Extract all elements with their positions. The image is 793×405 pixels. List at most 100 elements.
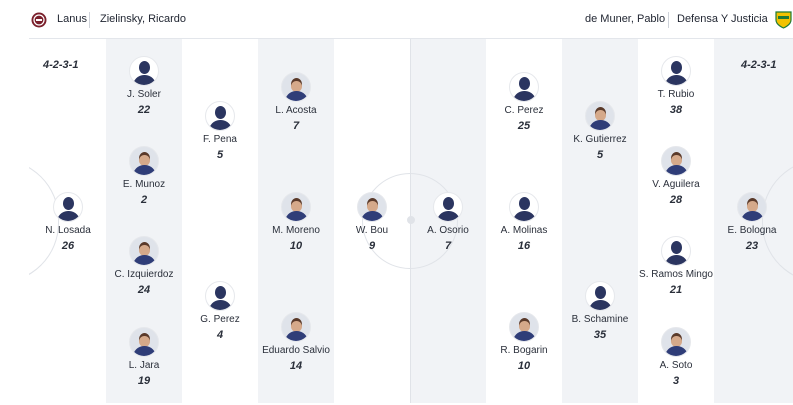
player-avatar-icon xyxy=(129,56,159,86)
home-formation: 4-2-3-1 xyxy=(43,59,79,71)
player-number: 10 xyxy=(289,240,303,252)
player-number: 16 xyxy=(517,240,531,252)
home-player[interactable]: L. Acosta 7 xyxy=(246,72,346,132)
player-name: Eduardo Salvio xyxy=(262,345,330,356)
player-avatar-icon xyxy=(53,192,83,222)
player-number: 3 xyxy=(672,375,680,387)
home-player[interactable]: E. Munoz 2 xyxy=(94,146,194,206)
away-player[interactable]: C. Perez 25 xyxy=(474,72,574,132)
away-player[interactable]: R. Bogarin 10 xyxy=(474,312,574,372)
player-number: 14 xyxy=(289,360,303,372)
away-team-name[interactable]: Defensa Y Justicia xyxy=(677,13,768,25)
lineup-header: Lanus Zielinsky, Ricardo de Muner, Pablo… xyxy=(0,0,793,38)
player-avatar-icon xyxy=(509,192,539,222)
home-player[interactable]: Eduardo Salvio 14 xyxy=(246,312,346,372)
player-name: E. Bologna xyxy=(727,225,777,236)
player-name: R. Bogarin xyxy=(500,345,548,356)
player-number: 19 xyxy=(137,375,151,387)
header-divider xyxy=(89,12,90,28)
player-photo xyxy=(509,312,539,342)
player-name: M. Moreno xyxy=(272,225,320,236)
player-photo xyxy=(661,146,691,176)
player-number: 9 xyxy=(368,240,376,252)
player-photo xyxy=(281,72,311,102)
player-photo xyxy=(281,312,311,342)
home-player[interactable]: C. Izquierdoz 24 xyxy=(94,236,194,296)
player-name: E. Munoz xyxy=(122,179,166,190)
player-photo xyxy=(129,236,159,266)
player-photo xyxy=(129,146,159,176)
home-team-name[interactable]: Lanus xyxy=(57,13,87,25)
player-name: C. Perez xyxy=(504,105,544,116)
away-player[interactable]: A. Soto 3 xyxy=(626,327,726,387)
player-number: 38 xyxy=(669,104,683,116)
player-avatar-icon xyxy=(433,192,463,222)
player-name: C. Izquierdoz xyxy=(114,269,174,280)
home-team-crest-icon xyxy=(31,12,47,28)
away-formation: 4-2-3-1 xyxy=(741,59,777,71)
header-divider xyxy=(668,12,669,28)
player-photo xyxy=(357,192,387,222)
player-avatar-icon xyxy=(205,101,235,131)
home-player[interactable]: J. Soler 22 xyxy=(94,56,194,116)
player-name: V. Aguilera xyxy=(652,179,700,190)
player-photo xyxy=(281,192,311,222)
player-name: B. Schamine xyxy=(571,314,629,325)
player-name: L. Jara xyxy=(128,360,160,371)
player-number: 21 xyxy=(669,284,683,296)
home-player[interactable]: M. Moreno 10 xyxy=(246,192,346,252)
player-number: 7 xyxy=(292,120,300,132)
player-name: A. Soto xyxy=(659,360,693,371)
player-number: 22 xyxy=(137,104,151,116)
player-number: 23 xyxy=(745,240,759,252)
center-circle xyxy=(362,173,458,269)
player-number: 7 xyxy=(444,240,452,252)
away-player[interactable]: T. Rubio 38 xyxy=(626,56,726,116)
player-name: N. Losada xyxy=(45,225,91,236)
player-number: 25 xyxy=(517,120,531,132)
player-name: J. Soler xyxy=(127,89,161,100)
player-photo xyxy=(737,192,767,222)
center-spot xyxy=(407,216,415,224)
home-player[interactable]: L. Jara 19 xyxy=(94,327,194,387)
home-player[interactable]: F. Pena 5 xyxy=(170,101,270,161)
pitch: 4-2-3-1 4-2-3-1 N. Losada 26 J. Soler 22 E. … xyxy=(29,38,793,403)
player-avatar-icon xyxy=(509,72,539,102)
home-player[interactable]: N. Losada 26 xyxy=(29,192,118,252)
player-name: L. Acosta xyxy=(275,105,317,116)
home-player[interactable]: W. Bou 9 xyxy=(322,192,422,252)
player-number: 26 xyxy=(61,240,75,252)
player-number: 24 xyxy=(137,284,151,296)
player-number: 4 xyxy=(216,329,224,341)
player-name: T. Rubio xyxy=(657,89,695,100)
player-number: 35 xyxy=(593,329,607,341)
away-player[interactable]: B. Schamine 35 xyxy=(550,281,650,341)
player-avatar-icon xyxy=(585,281,615,311)
player-name: S. Ramos Mingo xyxy=(639,269,713,280)
player-name: W. Bou xyxy=(355,225,389,236)
player-number: 5 xyxy=(596,149,604,161)
player-number: 28 xyxy=(669,194,683,206)
pitch-stripe xyxy=(562,39,638,403)
player-name: K. Gutierrez xyxy=(573,134,627,145)
home-coach-name[interactable]: Zielinsky, Ricardo xyxy=(100,13,186,25)
player-name: A. Molinas xyxy=(500,225,548,236)
home-player[interactable]: G. Perez 4 xyxy=(170,281,270,341)
away-coach-name[interactable]: de Muner, Pablo xyxy=(585,13,666,25)
player-photo xyxy=(129,327,159,357)
away-player[interactable]: S. Ramos Mingo 21 xyxy=(626,236,726,296)
away-player[interactable]: V. Aguilera 28 xyxy=(626,146,726,206)
player-name: G. Perez xyxy=(200,314,240,325)
away-player[interactable]: A. Molinas 16 xyxy=(474,192,574,252)
player-number: 5 xyxy=(216,149,224,161)
player-avatar-icon xyxy=(661,56,691,86)
player-avatar-icon xyxy=(205,281,235,311)
player-number: 2 xyxy=(140,194,148,206)
player-number: 10 xyxy=(517,360,531,372)
player-name: F. Pena xyxy=(203,134,237,145)
away-player[interactable]: E. Bologna 23 xyxy=(702,192,793,252)
away-player[interactable]: K. Gutierrez 5 xyxy=(550,101,650,161)
away-team-crest-icon xyxy=(775,11,792,29)
player-avatar-icon xyxy=(661,236,691,266)
